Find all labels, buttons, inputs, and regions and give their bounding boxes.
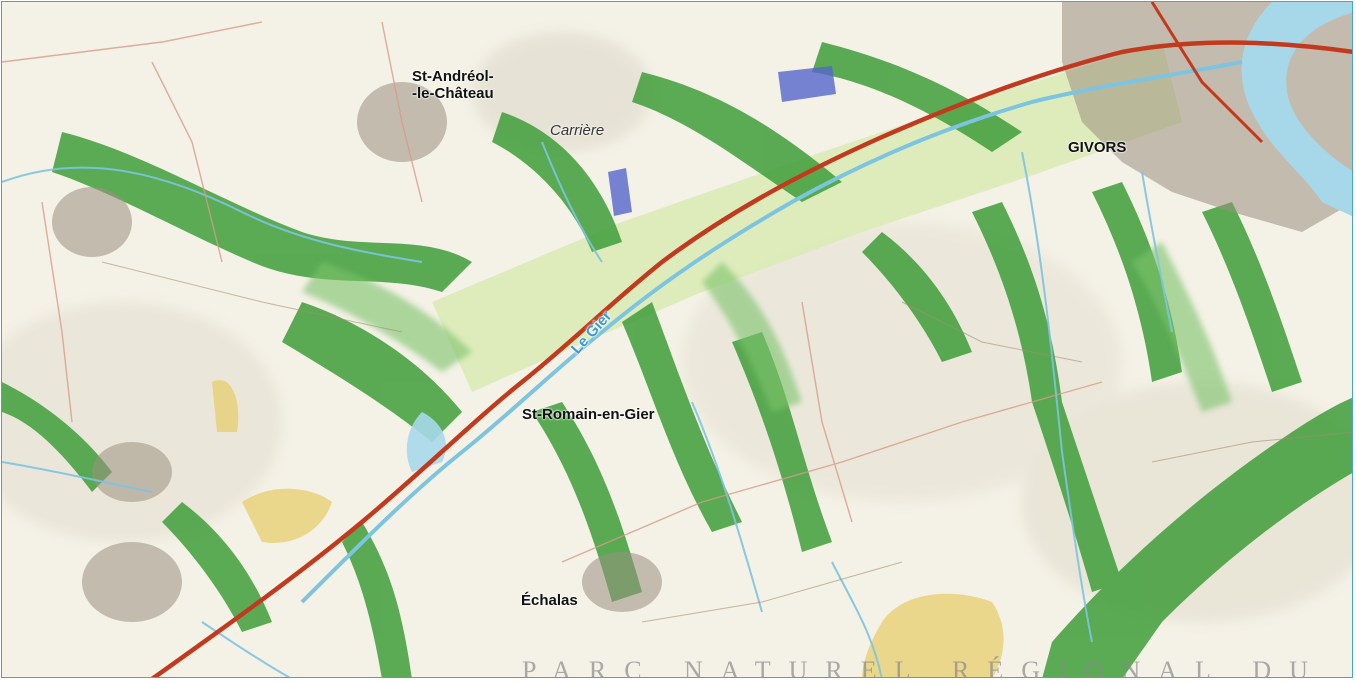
dirt-tracks [101,261,1352,623]
town-label-st-romain: St-Romain-en-Gier [522,406,655,423]
quarry-water [608,66,836,216]
gier-river [300,60,1243,604]
highway-branch [1150,2,1264,144]
town-label-st-andreol: St-Andréol- -le-Château [412,68,494,103]
town-label-echalas: Échalas [521,592,578,609]
place-label-carriere: Carrière [550,122,605,139]
vineyard-areas [212,380,1004,677]
streams [2,141,1173,677]
town-label-givors: GIVORS [1068,139,1127,156]
minor-roads [2,21,1103,563]
highway [150,40,1352,677]
park-label-fragment: PARC NATUREL RÉGIONAL DU [522,656,1326,678]
rhone-river [1241,2,1352,217]
forest-light-areas [302,242,1232,412]
